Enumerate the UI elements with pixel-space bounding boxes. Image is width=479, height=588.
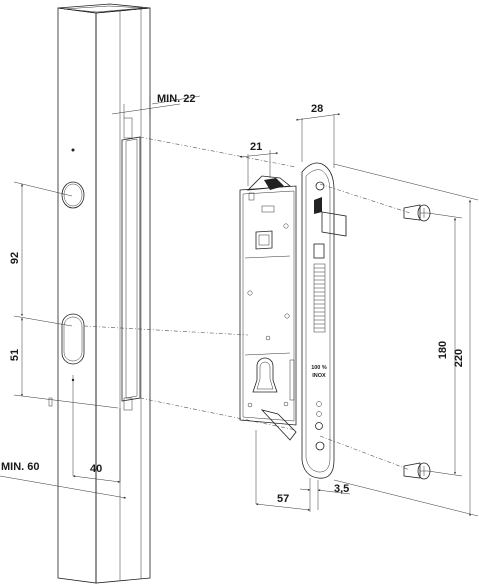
- dim-40-label: 40: [90, 463, 102, 475]
- dim-51-label: 51: [9, 349, 21, 361]
- dim-28: 28: [295, 103, 341, 168]
- dim-220: 220: [333, 163, 479, 517]
- dim-180-label: 180: [437, 341, 449, 359]
- dim-21-label: 21: [250, 141, 262, 153]
- dim-92-label: 92: [9, 252, 21, 264]
- lock-case: [239, 175, 297, 441]
- dim-min22-label: MIN. 22: [157, 93, 196, 105]
- faceplate-marking-line2: INOX: [312, 373, 326, 379]
- top-screw: [403, 204, 431, 222]
- dim-40: 40: [72, 375, 121, 483]
- faceplate-marking-line1: 100 %: [311, 365, 327, 371]
- dim-min60: MIN. 60: [0, 461, 127, 499]
- dim-57-label: 57: [277, 493, 289, 505]
- dim-57-3_5: 57 3,5: [255, 430, 351, 512]
- dim-min60-label: MIN. 60: [1, 461, 40, 473]
- dim-92-51: 92 51: [9, 181, 119, 409]
- bottom-screw: [403, 462, 431, 480]
- faceplate: 100 % INOX: [301, 162, 347, 479]
- dim-28-label: 28: [311, 103, 323, 115]
- gate-post: [48, 3, 151, 584]
- dim-21: 21: [239, 141, 279, 186]
- dim-min22: MIN. 22: [111, 93, 201, 118]
- projection-lines: [83, 136, 411, 471]
- dim-220-label: 220: [453, 349, 465, 367]
- dim-180: 180: [427, 212, 463, 477]
- dim-3_5-label: 3,5: [334, 483, 349, 495]
